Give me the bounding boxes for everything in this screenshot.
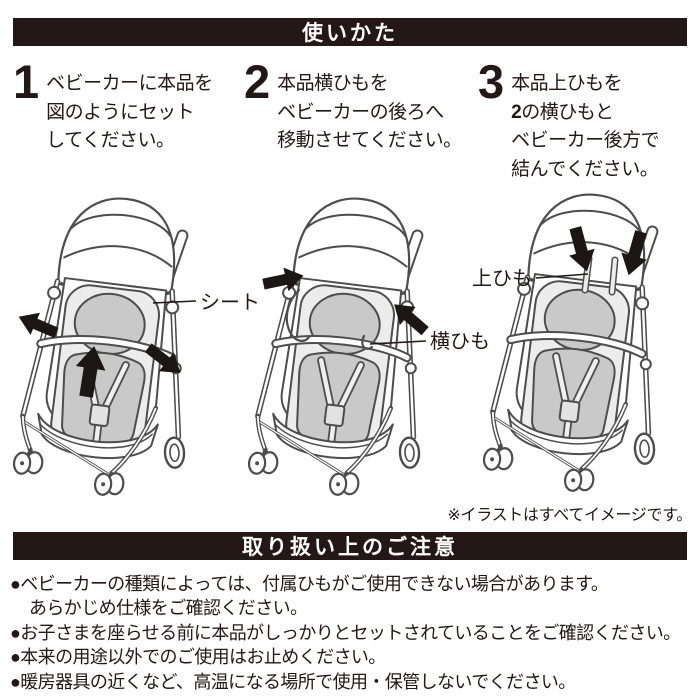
precautions-section-bar: 取り扱い上のご注意 [13, 532, 687, 560]
precaution-item: ●本来の用途以外でのご使用はお止めください。 [10, 647, 386, 668]
side-strap-left [285, 288, 311, 342]
precaution-item: ●暖房器具の近くなど、高温になる場所で使用・保管しないでください。 [10, 671, 576, 692]
precautions-list: ●ベビーカーの種類によっては、付属ひもがご使用できない場合があります。 あらかじ… [10, 572, 698, 694]
stroller-illustrations: シート 横ひも 上ひも [0, 185, 700, 520]
side-strap-label: 横ひも [430, 330, 490, 353]
bullet-icon: ● [10, 671, 21, 692]
illustration-note: ※イラストはすべてイメージです。 [447, 507, 692, 524]
usage-section-title: 使いかた [302, 22, 398, 45]
seat-leader-line [152, 300, 197, 304]
stroller-illustration-3 [482, 185, 687, 500]
top-strap-leader-line [535, 273, 589, 279]
stroller-illustration-1 [12, 189, 217, 504]
seat-label: シート [200, 292, 260, 314]
precaution-item-continued: あらかじめ仕様をご確認ください。 [29, 598, 308, 619]
side-strap-leader-line [369, 340, 427, 345]
step-2-number: 2 [244, 55, 270, 108]
step-3-number: 3 [478, 55, 504, 108]
stroller-illustration-2 [247, 189, 452, 504]
step-3: 3 本品上ひもを 2の横ひもと ベビーカー後方で 結んでください。 [478, 55, 660, 184]
step-2: 2 本品横ひもを ベビーカーの後ろへ 移動させてください。 [244, 55, 462, 156]
step-1: 1 ベビーカーに本品を 図のようにセット してください。 [13, 55, 213, 156]
side-strap-right [361, 334, 374, 350]
step-3-text: 本品上ひもを 2の横ひもと ベビーカー後方で 結んでください。 [511, 73, 660, 180]
step-2-text: 本品横ひもを ベビーカーの後ろへ 移動させてください。 [277, 73, 462, 151]
step-1-number: 1 [13, 55, 39, 108]
precaution-item: ●お子さまを座らせる前に本品がしっかりとセットされていることをご確認ください。 [10, 622, 681, 643]
step-1-text: ベビーカーに本品を 図のようにセット してください。 [46, 73, 213, 151]
bullet-icon: ● [10, 622, 21, 643]
bullet-icon: ● [10, 647, 21, 668]
usage-section-bar: 使いかた [13, 18, 687, 46]
top-strap-label: 上ひも [472, 267, 532, 290]
bullet-icon: ● [10, 574, 21, 594]
precautions-section-title: 取り扱い上のご注意 [242, 536, 458, 559]
precaution-item: ●ベビーカーの種類によっては、付属ひもがご使用できない場合があります。 [10, 574, 609, 594]
